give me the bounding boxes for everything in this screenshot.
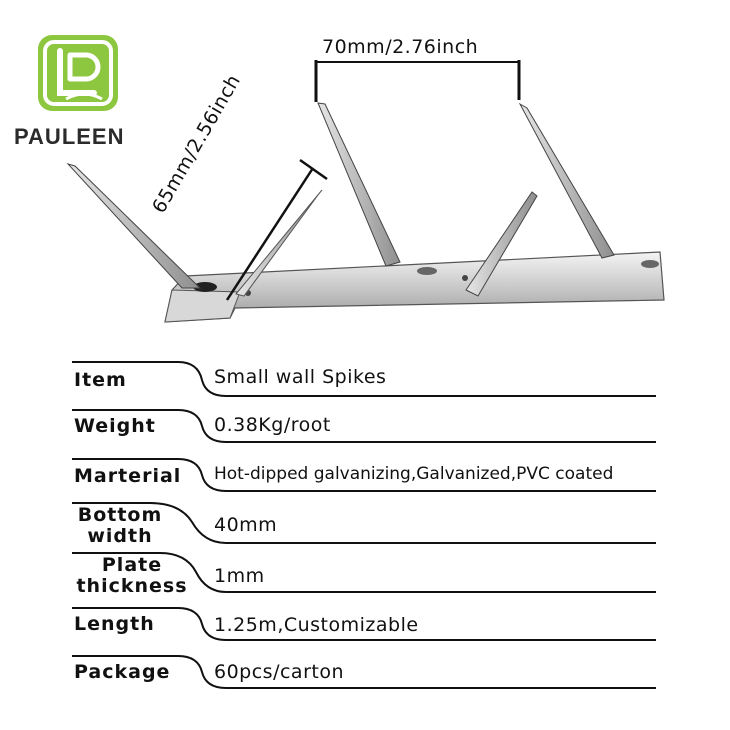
brand-name: PAULEEN: [14, 124, 125, 149]
spec-value-material: Hot-dipped galvanizing,Galvanized,PVC co…: [214, 464, 614, 484]
spec-label-length: Length: [74, 613, 155, 635]
spec-label-material: Marterial: [74, 465, 182, 487]
spec-label-bottom-width-line2: width: [87, 525, 153, 547]
spec-label-item: Item: [74, 369, 127, 391]
spec-label-plate-thickness-line2: thickness: [76, 575, 188, 597]
spec-value-bottom-width: 40mm: [214, 514, 278, 536]
spec-label-bottom-width-line1: Bottom: [77, 504, 163, 526]
spec-value-item: Small wall Spikes: [214, 366, 387, 388]
spec-value-package: 60pcs/carton: [214, 661, 345, 683]
wall-spike-illustration: [66, 60, 665, 323]
spec-value-weight: 0.38Kg/root: [214, 414, 331, 436]
spec-value-length: 1.25m,Customizable: [214, 614, 419, 636]
spec-label-package: Package: [74, 661, 171, 683]
spec-label-plate-thickness: Plate thickness: [70, 555, 194, 597]
spike-spacing-dimension: 70mm/2.76inch: [322, 36, 479, 58]
spec-label-plate-thickness-line1: Plate: [101, 554, 163, 576]
spec-label-weight: Weight: [74, 415, 156, 437]
spec-value-plate-thickness: 1mm: [214, 565, 265, 587]
spec-label-bottom-width: Bottom width: [70, 505, 170, 547]
pauleen-logo-icon: [36, 33, 120, 113]
